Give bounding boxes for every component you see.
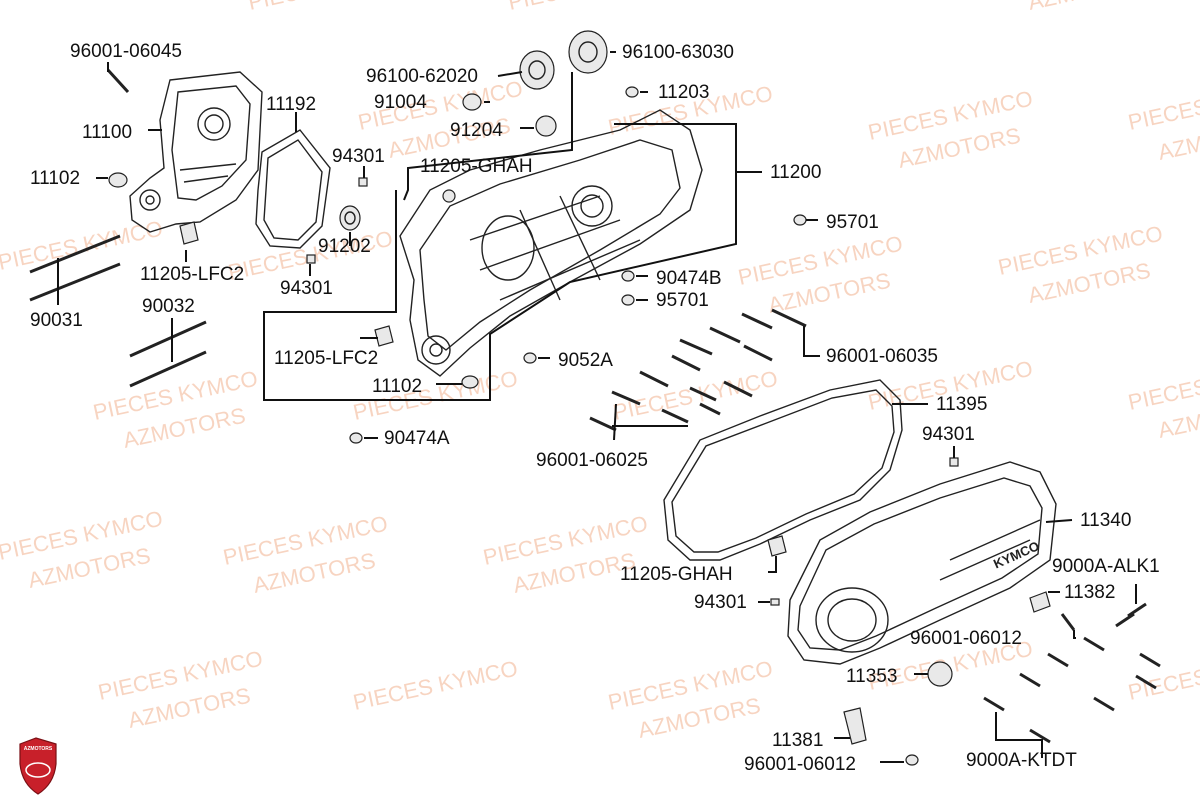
label-11395: 11395 bbox=[936, 394, 987, 415]
label-95701-a: 95701 bbox=[826, 212, 879, 233]
azmotors-logo: AZMOTORS bbox=[19, 737, 57, 795]
bolt-96001-06012-upper-part bbox=[1060, 613, 1076, 631]
gasket-11192-part bbox=[255, 129, 331, 249]
watermark-text: PIECES KYMCO bbox=[1126, 356, 1200, 415]
label-96001-06025: 96001-06025 bbox=[536, 450, 648, 471]
label-11102-left: 11102 bbox=[30, 168, 80, 189]
part-labels: 96001-06045 11100 11102 11205-LFC2 90031… bbox=[30, 41, 1160, 775]
watermark-text: PIECES KYMCO bbox=[611, 366, 780, 425]
dowel-11205-ghah-top-part bbox=[442, 189, 456, 203]
crankcase-left-part bbox=[129, 71, 263, 233]
label-11205-ghah-bottom: 11205-GHAH bbox=[620, 564, 733, 585]
label-11353: 11353 bbox=[846, 666, 897, 687]
watermark-text: PIECES KYMCO bbox=[246, 0, 415, 15]
label-94301-d: 94301 bbox=[694, 592, 747, 613]
logo-text: AZMOTORS bbox=[24, 746, 53, 752]
bracket-11382-part bbox=[1029, 591, 1051, 613]
bolt-96001-06045-part bbox=[106, 68, 130, 94]
washer-91004-part bbox=[462, 93, 482, 111]
label-95701-b: 95701 bbox=[656, 290, 709, 311]
label-94301-c: 94301 bbox=[922, 424, 975, 445]
crankcase-right-part bbox=[399, 109, 703, 377]
label-9000a-alk1: 9000A-ALK1 bbox=[1052, 556, 1160, 577]
label-11200: 11200 bbox=[770, 162, 821, 183]
label-11100: 11100 bbox=[82, 122, 132, 143]
label-96001-06035: 96001-06035 bbox=[826, 346, 938, 367]
plug-11203-part bbox=[625, 86, 639, 98]
label-11381: 11381 bbox=[772, 730, 823, 751]
label-91202: 91202 bbox=[318, 236, 371, 257]
label-11205-lfc2-right: 11205-LFC2 bbox=[274, 348, 378, 369]
watermark-text: PIECES KYMCO bbox=[1126, 76, 1200, 135]
label-11102-right: 11102 bbox=[372, 376, 422, 397]
label-90032: 90032 bbox=[142, 296, 195, 317]
bolts-9000a-alk1-part bbox=[1115, 602, 1147, 628]
bracket-11381-part bbox=[843, 707, 867, 745]
label-11203: 11203 bbox=[658, 82, 709, 103]
label-96100-62020: 96100-62020 bbox=[366, 66, 478, 87]
label-91004: 91004 bbox=[374, 92, 427, 113]
label-9000a-ktdt: 9000A-KTDT bbox=[966, 750, 1077, 771]
dowel-11205-lfc2-left-part bbox=[179, 221, 199, 245]
bolts-96001-06025-part bbox=[589, 386, 721, 432]
bearing-96100-63030-part bbox=[568, 30, 608, 74]
seal-91202-part bbox=[339, 205, 361, 231]
label-90474a: 90474A bbox=[384, 428, 450, 449]
label-96001-06012-lower: 96001-06012 bbox=[744, 754, 856, 775]
bolts-96001-06035-part bbox=[639, 308, 807, 398]
watermark-text: AZMOTORS bbox=[1026, 0, 1153, 15]
bearing-96100-62020-part bbox=[519, 50, 555, 90]
dowel-11205-ghah-bottom-part bbox=[767, 535, 787, 557]
dowel-11205-lfc2-right-part bbox=[374, 325, 394, 347]
label-11205-lfc2-left: 11205-LFC2 bbox=[140, 264, 244, 285]
nut-90474a-part bbox=[349, 432, 363, 444]
nut-90474b-part bbox=[621, 270, 635, 282]
label-11340: 11340 bbox=[1080, 510, 1131, 531]
bolts-9000a-ktdt-part bbox=[983, 636, 1161, 744]
gasket-11395-part bbox=[663, 379, 903, 561]
cover-brand-text: KYMCO bbox=[991, 538, 1041, 571]
cap-11353-part bbox=[927, 661, 953, 687]
label-94301-b: 94301 bbox=[280, 278, 333, 299]
label-11382: 11382 bbox=[1064, 582, 1115, 603]
label-96001-06012-upper: 96001-06012 bbox=[910, 628, 1022, 649]
watermark-text: PIECES KYMCO bbox=[351, 656, 520, 715]
label-90474b: 90474B bbox=[656, 268, 722, 289]
label-9052a: 9052A bbox=[558, 350, 613, 371]
label-96001-06045: 96001-06045 bbox=[70, 41, 182, 62]
label-91204: 91204 bbox=[450, 120, 503, 141]
nut-9052a-part bbox=[523, 352, 537, 364]
label-90031: 90031 bbox=[30, 310, 83, 331]
bolt-96001-06012-lower-part bbox=[905, 754, 919, 766]
washer-11102-left-part bbox=[108, 172, 128, 188]
label-11192: 11192 bbox=[266, 94, 316, 115]
stud-90031-part bbox=[29, 234, 121, 302]
washer-11102-right-part bbox=[461, 375, 479, 389]
label-94301-a: 94301 bbox=[332, 146, 385, 167]
label-96100-63030: 96100-63030 bbox=[622, 42, 734, 63]
watermark-text: PIECES KYMCO bbox=[506, 0, 675, 15]
stud-90032-part bbox=[129, 320, 207, 388]
seal-91204-part bbox=[535, 115, 557, 137]
leader-lines bbox=[57, 51, 1137, 763]
label-11205-ghah-top: 11205-GHAH bbox=[420, 156, 533, 177]
